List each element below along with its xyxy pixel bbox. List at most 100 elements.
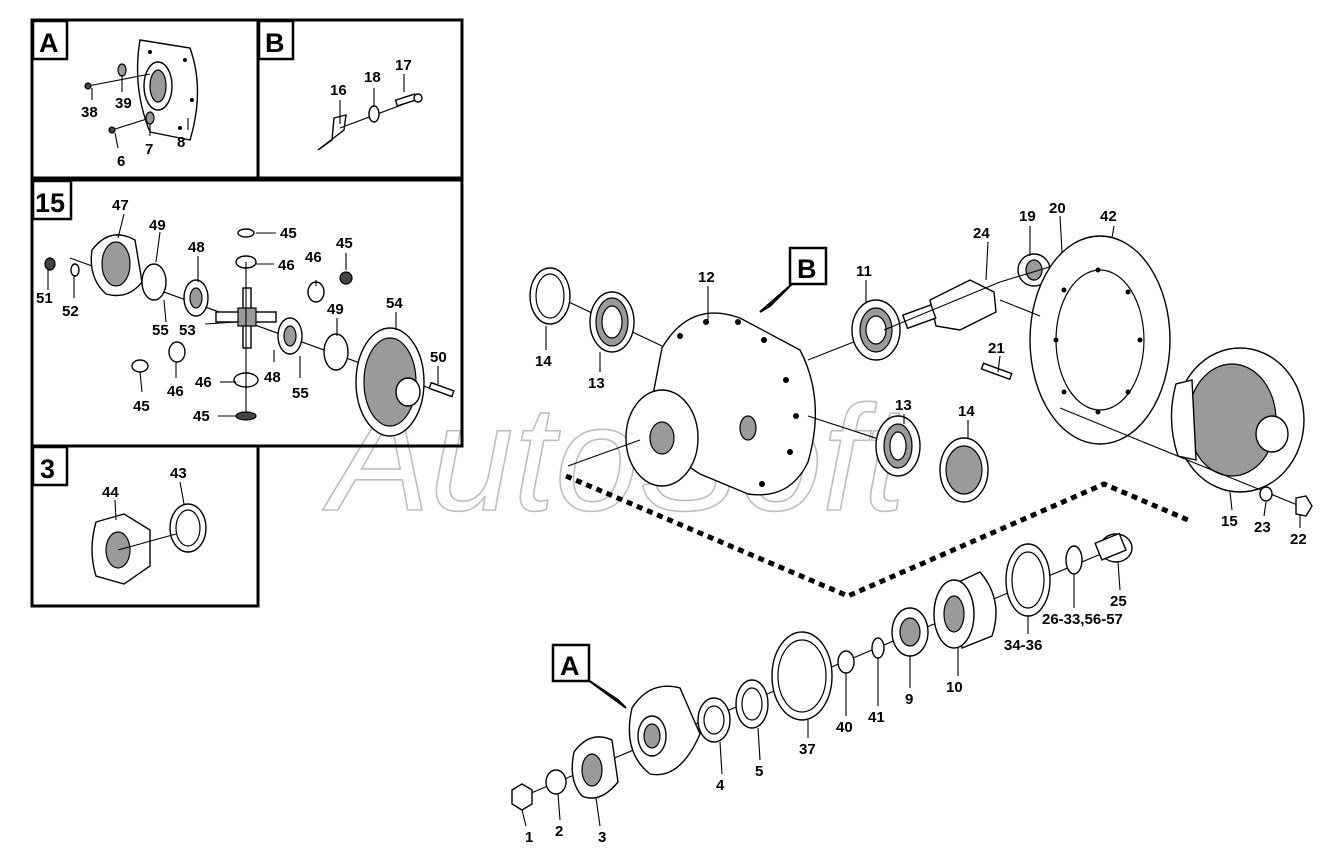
label-45: 45 xyxy=(280,225,297,242)
inset-frame-b xyxy=(256,18,464,180)
label-50: 50 xyxy=(430,349,447,366)
seal-part-14 xyxy=(529,267,571,325)
label-15: 15 xyxy=(1221,513,1238,530)
label-14: 14 xyxy=(535,353,552,370)
shim-part-26 xyxy=(1065,545,1083,575)
label-49: 49 xyxy=(149,217,166,234)
inset-box-15: 15 xyxy=(30,178,464,448)
label-38: 38 xyxy=(81,104,98,121)
seal-part-4 xyxy=(697,697,731,743)
inset-tag-15-text: 15 xyxy=(35,188,65,218)
inset-tag-15 xyxy=(31,179,73,221)
label-46c: 46 xyxy=(167,383,184,400)
pinion-part-24 xyxy=(883,279,1001,331)
inset-tag-b-text: B xyxy=(265,28,285,58)
seal-part-5 xyxy=(735,679,769,729)
shim-pack-part-34 xyxy=(1005,543,1051,617)
ring-part-41 xyxy=(871,637,885,659)
case-half-part-54 xyxy=(355,327,425,437)
label-55b: 55 xyxy=(292,385,309,402)
label-45b: 45 xyxy=(336,235,353,252)
axle-housing-part-12 xyxy=(625,312,816,496)
label-13b: 13 xyxy=(895,397,912,414)
label-21: 21 xyxy=(988,340,1005,357)
ring-part-40 xyxy=(837,650,855,674)
label-55: 55 xyxy=(152,322,169,339)
label-14b: 14 xyxy=(958,403,975,420)
label-9: 9 xyxy=(905,691,913,708)
case-half-part-47 xyxy=(90,234,143,297)
label-26-33-56-57: 26-33,56-57 xyxy=(1042,611,1123,628)
label-52: 52 xyxy=(62,303,79,320)
inset-box-b: B 16 18 17 xyxy=(256,18,464,180)
label-1: 1 xyxy=(525,829,533,846)
label-34-36: 34-36 xyxy=(1004,637,1042,654)
label-11: 11 xyxy=(856,263,872,280)
label-40: 40 xyxy=(836,719,853,736)
inset-tag-a xyxy=(31,19,69,61)
label-51: 51 xyxy=(36,290,53,307)
main-exploded-assembly: B A xyxy=(511,200,1313,846)
label-43: 43 xyxy=(170,465,187,482)
main-tag-a-text: A xyxy=(560,651,580,681)
label-46: 46 xyxy=(278,257,295,274)
main-tag-b xyxy=(788,246,828,286)
flange-part-3 xyxy=(571,736,619,799)
label-41: 41 xyxy=(868,709,885,726)
bolt-part-21 xyxy=(980,362,1013,381)
inset-tag-b xyxy=(257,19,295,61)
washer-part-2 xyxy=(545,769,567,795)
seal-ring-part-43 xyxy=(169,503,207,553)
label-22: 22 xyxy=(1290,531,1307,548)
pinion-housing-part-10 xyxy=(933,571,997,649)
bearing-part-13b xyxy=(875,415,921,477)
label-18: 18 xyxy=(364,69,381,86)
spacer-part-25 xyxy=(1094,532,1133,563)
label-54: 54 xyxy=(386,295,403,312)
label-45c: 45 xyxy=(133,398,150,415)
label-20: 20 xyxy=(1049,200,1066,217)
label-49b: 49 xyxy=(327,301,344,318)
label-5: 5 xyxy=(755,763,763,780)
label-23: 23 xyxy=(1254,519,1271,536)
label-46b: 46 xyxy=(305,249,322,266)
label-17: 17 xyxy=(395,57,412,74)
label-24: 24 xyxy=(973,225,990,242)
bearing-part-9 xyxy=(891,607,929,657)
label-16: 16 xyxy=(330,82,347,99)
nut-part-22 xyxy=(1295,495,1313,517)
label-4: 4 xyxy=(716,777,725,794)
label-48b: 48 xyxy=(264,369,281,386)
bearing-part-13 xyxy=(589,291,635,353)
bearing-cup-part-14b xyxy=(939,437,989,503)
main-tag-a xyxy=(551,643,591,683)
nut-part-1 xyxy=(511,783,533,811)
label-10: 10 xyxy=(946,679,963,696)
label-47: 47 xyxy=(112,197,129,214)
gasket-part-37 xyxy=(771,631,833,721)
label-6: 6 xyxy=(117,153,125,170)
washer-part-23 xyxy=(1259,486,1273,502)
ring-gear-part-42 xyxy=(1029,235,1171,445)
label-19: 19 xyxy=(1019,208,1036,225)
inset-tag-3 xyxy=(31,445,69,487)
label-48: 48 xyxy=(188,239,205,256)
label-8: 8 xyxy=(177,134,185,151)
inset-box-a: A 38 39 8 6 7 xyxy=(30,18,260,180)
inset-box-3: 3 44 43 xyxy=(30,444,260,608)
flange-part-8-main xyxy=(628,685,701,776)
label-46d: 46 xyxy=(195,374,212,391)
inset-tag-a-text: A xyxy=(39,28,59,58)
inset-frame-3 xyxy=(30,444,260,608)
label-53: 53 xyxy=(179,322,196,339)
bracket-part-16 xyxy=(317,114,347,151)
label-2: 2 xyxy=(555,823,563,840)
label-39: 39 xyxy=(115,95,132,112)
label-37: 37 xyxy=(799,741,816,758)
bearing-part-11 xyxy=(851,299,901,361)
inset-tag-3-text: 3 xyxy=(40,454,55,484)
label-45d: 45 xyxy=(193,408,210,425)
label-13: 13 xyxy=(588,375,605,392)
label-7: 7 xyxy=(145,141,153,158)
